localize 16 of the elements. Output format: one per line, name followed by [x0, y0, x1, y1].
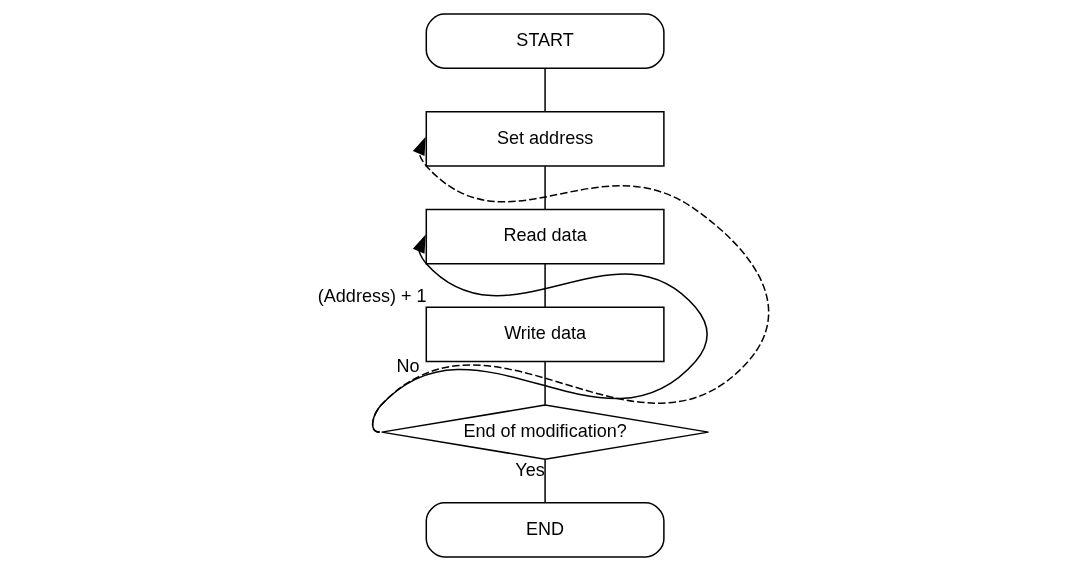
node-box: END: [425, 502, 665, 558]
node-diamond: End of modification?: [380, 404, 710, 460]
connector: [544, 263, 546, 308]
arrow: [371, 234, 708, 433]
connector: [544, 458, 546, 504]
node-label: (Address) + 1: [317, 286, 427, 307]
connector: [544, 361, 546, 406]
node-box: START: [425, 13, 665, 69]
connector: [544, 165, 546, 210]
node-box: Write data: [425, 306, 665, 363]
arrow: [371, 136, 770, 433]
node-box: Set address: [425, 111, 665, 167]
node-box: Read data: [425, 208, 665, 265]
edge-label: No: [396, 355, 420, 376]
edge-label: Yes: [515, 459, 545, 480]
connector: [544, 67, 546, 113]
